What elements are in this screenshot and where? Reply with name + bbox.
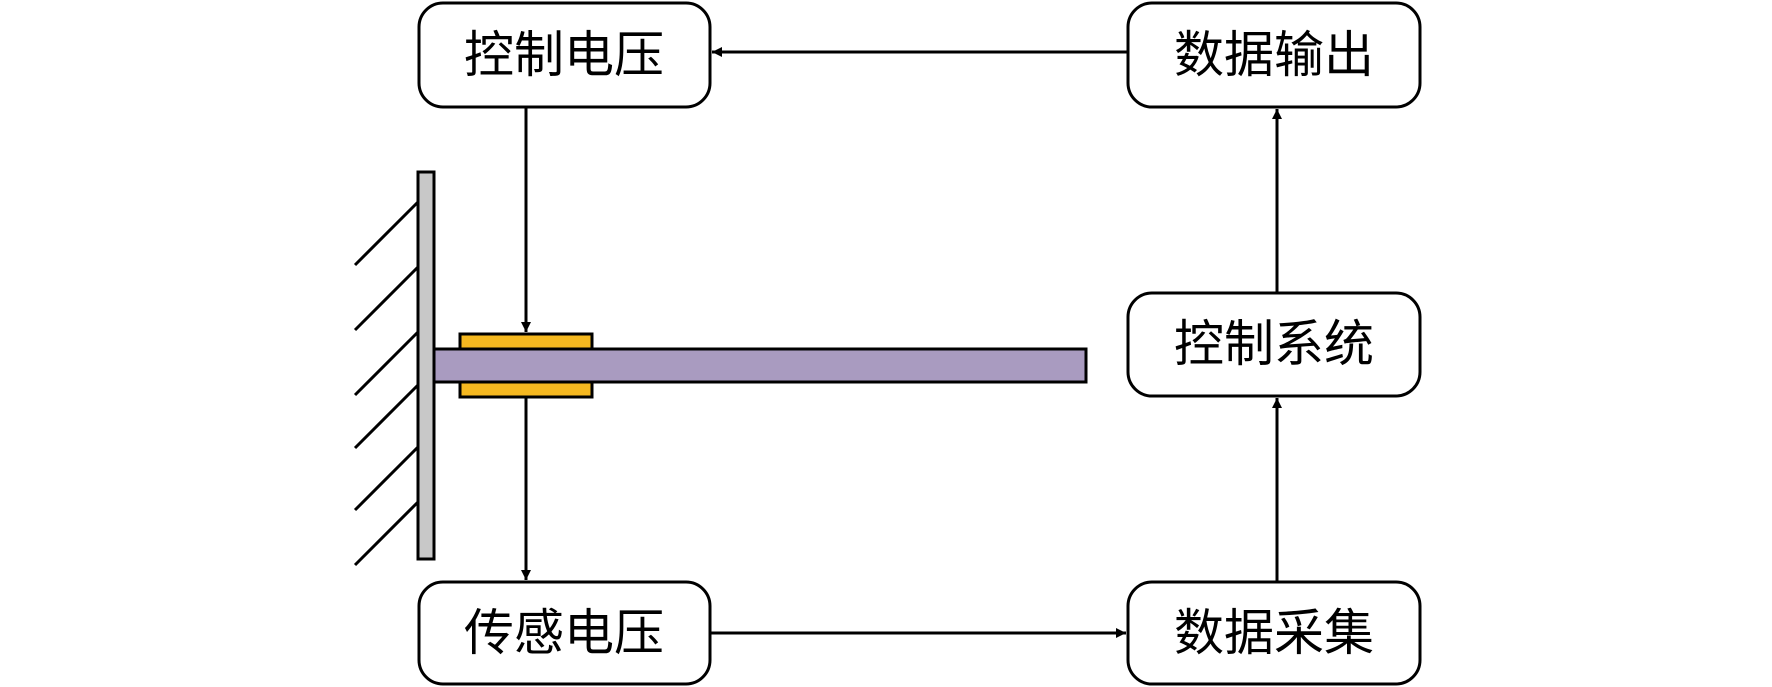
node-label-data-acquisition: 数据采集 xyxy=(1174,604,1374,662)
node-control-voltage: 控制电压 xyxy=(417,1,712,109)
node-sensing-voltage: 传感电压 xyxy=(417,580,712,686)
piezo-patch-bottom xyxy=(458,380,594,399)
node-label-control-system: 控制系统 xyxy=(1174,315,1374,373)
node-label-data-output: 数据输出 xyxy=(1174,26,1374,84)
node-label-control-voltage: 控制电压 xyxy=(464,26,664,84)
wall-hatching xyxy=(353,200,420,567)
node-data-output: 数据输出 xyxy=(1126,1,1422,109)
clamp-plate xyxy=(416,170,436,561)
node-data-acquisition: 数据采集 xyxy=(1126,580,1422,686)
node-label-sensing-voltage: 传感电压 xyxy=(464,604,664,662)
node-control-system: 控制系统 xyxy=(1126,291,1422,398)
piezo-patch-top xyxy=(458,332,594,351)
cantilever-beam xyxy=(432,347,1088,384)
